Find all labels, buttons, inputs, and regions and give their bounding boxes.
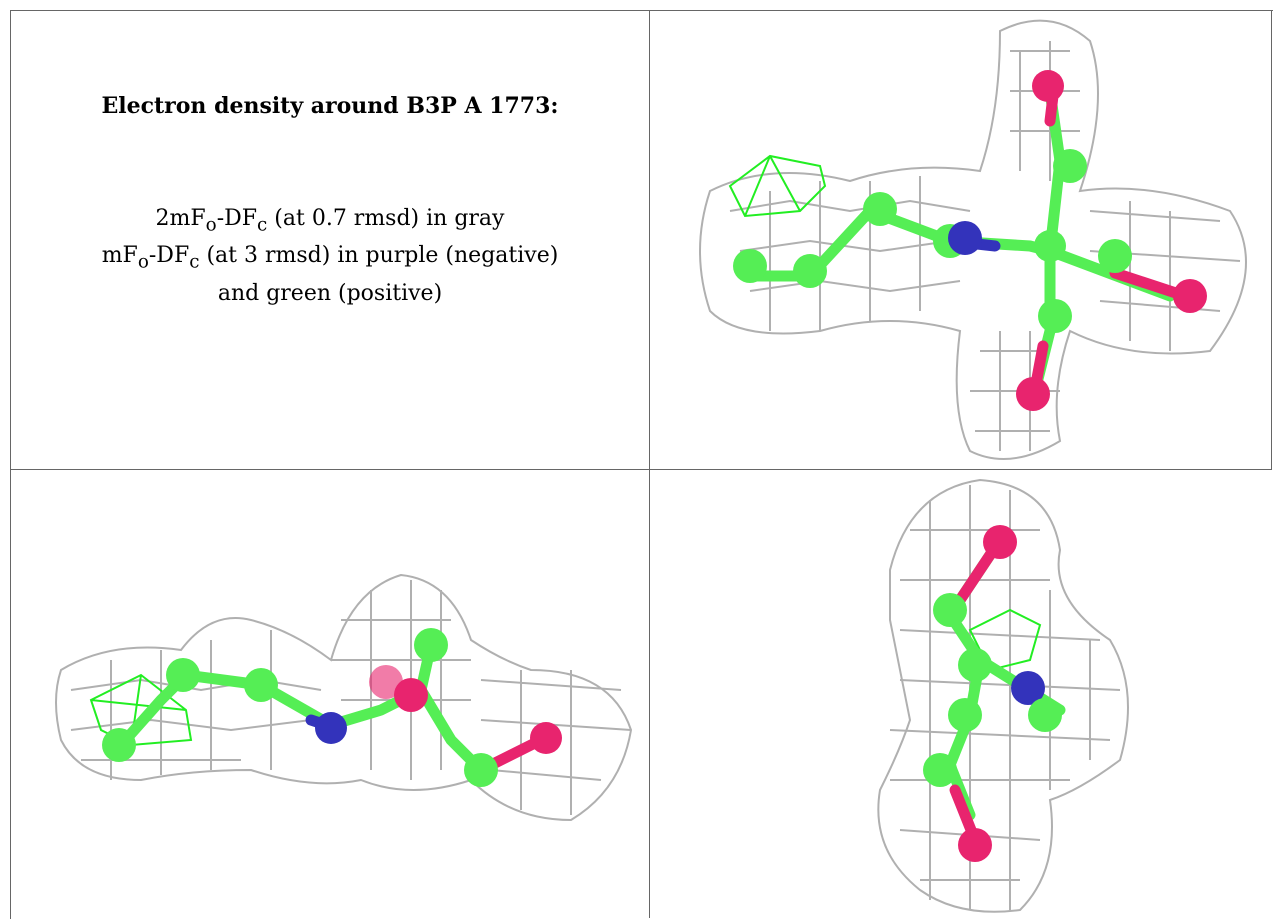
density-render-bottom-left [55, 573, 633, 822]
view-top-right [650, 11, 1271, 469]
caption-line-fofc: mFo-DFc (at 3 rmsd) in purple (negative) [101, 243, 559, 273]
mesh-2fofc [55, 573, 633, 822]
caption-title: Electron density around B3P A 1773: [101, 93, 559, 119]
caption-description: 2mFo-DFc (at 0.7 rmsd) in gray mFo-DFc (… [11, 203, 649, 309]
density-render-top-right [699, 19, 1247, 460]
density-render-bottom-right [877, 478, 1129, 913]
grid-divider-right [1271, 10, 1272, 470]
atoms [733, 70, 1207, 411]
figure-grid [10, 10, 1273, 919]
atoms [923, 525, 1062, 862]
grid-divider-vertical [649, 10, 650, 918]
grid-divider-horizontal [10, 469, 1272, 470]
mesh-2fofc [699, 19, 1247, 460]
caption-cell: Electron density around B3P A 1773: 2mFo… [11, 11, 649, 469]
mesh-positive [728, 154, 827, 218]
view-bottom-left [11, 470, 649, 918]
atoms [102, 628, 562, 787]
view-bottom-right [650, 470, 1271, 918]
caption-line-2fofc: 2mFo-DFc (at 0.7 rmsd) in gray [155, 206, 505, 236]
caption-line-colors: and green (positive) [217, 280, 443, 306]
